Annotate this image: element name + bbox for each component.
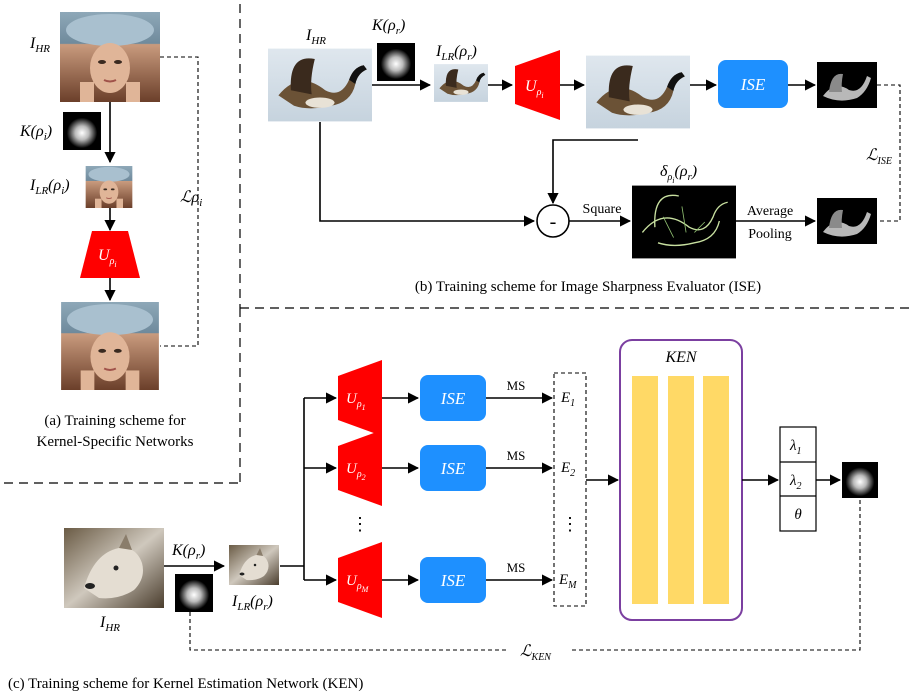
- c-param-theta: θ: [794, 507, 802, 523]
- panel-b: IHR K(ρr) ILR(ρr) Uρi ISE ℒISE - Square …: [268, 17, 901, 295]
- b-minus-label: -: [550, 211, 557, 233]
- c-ken-label: KEN: [664, 349, 697, 366]
- a-loss-dashed-line: [160, 56, 199, 347]
- b-delta-label: δρi(ρr): [660, 163, 697, 185]
- b-kernel-label: K(ρr): [371, 17, 405, 37]
- b-arrow-sr-to-minus: [547, 139, 638, 205]
- b-kernel-image: [377, 43, 415, 81]
- b-lr-label: ILR(ρr): [435, 43, 477, 63]
- c-ise-m: [420, 557, 486, 603]
- b-lr-goose-image: [434, 64, 488, 102]
- b-caption: (b) Training scheme for Image Sharpness …: [415, 279, 761, 295]
- b-loss-label: ℒISE: [866, 147, 892, 167]
- c-ken-layer-2: [668, 376, 694, 604]
- c-ise-1-label: ISE: [440, 389, 466, 408]
- c-error-1: E1: [560, 390, 575, 409]
- c-ms-label-2: MS: [507, 448, 526, 463]
- b-ise-box: [718, 60, 788, 108]
- b-residual-image: [632, 186, 736, 259]
- c-lr-wolf-image: [229, 545, 279, 585]
- c-hr-wolf-image: [64, 528, 164, 608]
- b-pooled-map: [817, 198, 877, 244]
- a-network-trapezoid: [80, 231, 140, 278]
- b-loss-dashed-line: [877, 84, 901, 222]
- separators: [4, 4, 912, 484]
- b-avg-label-2: Pooling: [748, 227, 792, 242]
- b-square-label: Square: [583, 202, 622, 217]
- c-lr-label: ILR(ρr): [231, 593, 273, 613]
- a-kernel-label: K(ρi): [19, 123, 52, 143]
- c-error-vector: [553, 372, 587, 607]
- c-ise-1: [420, 375, 486, 421]
- b-sr-goose-image: [586, 56, 690, 129]
- b-network-label: Uρi: [525, 78, 544, 100]
- c-error-m: EM: [558, 572, 577, 591]
- a-loss-label: ℒρi: [180, 189, 202, 209]
- b-avg-label-1: Average: [747, 204, 793, 219]
- b-network-trapezoid: [515, 50, 560, 120]
- c-network-m: [338, 542, 382, 618]
- c-vdots-error: ⋮: [561, 514, 579, 534]
- c-kernel-image: [175, 574, 213, 612]
- c-ise-m-label: ISE: [440, 571, 466, 590]
- c-ise-2: [420, 445, 486, 491]
- c-param-lambda2: λ2: [789, 473, 802, 492]
- a-lr-face-image: [86, 166, 133, 208]
- c-ken-layer-3: [703, 376, 729, 604]
- c-caption: (c) Training scheme for Kernel Estimatio…: [8, 676, 363, 692]
- b-arrow-hr-to-minus: [319, 122, 536, 227]
- b-hr-label: IHR: [305, 27, 326, 47]
- c-ken-layer-1: [632, 376, 658, 604]
- panel-a: IHR K(ρi) ILR(ρi) Uρi ℒρi (a) Training s…: [19, 12, 202, 450]
- b-ise-output-map: [817, 62, 877, 108]
- c-ms-label-1: MS: [507, 378, 526, 393]
- a-caption-line1: (a) Training scheme for: [44, 413, 185, 429]
- a-lr-label: ILR(ρi): [29, 177, 70, 197]
- c-hr-label: IHR: [99, 614, 120, 634]
- a-sr-face-image: [61, 302, 159, 390]
- c-network-1-label: Uρ1: [346, 391, 366, 412]
- a-hr-face-image: [60, 12, 160, 102]
- a-hr-label: IHR: [29, 35, 50, 55]
- a-kernel-image: [63, 112, 101, 150]
- c-vdots-net: ⋮: [351, 514, 369, 534]
- c-error-2: E2: [560, 460, 575, 479]
- c-ms-label-m: MS: [507, 560, 526, 575]
- a-caption-line2: Kernel-Specific Networks: [36, 434, 193, 450]
- c-network-2-label: Uρ2: [346, 461, 366, 482]
- c-loss-label: ℒKEN: [520, 643, 552, 663]
- c-network-1: [338, 360, 382, 436]
- c-param-lambda1: λ1: [789, 438, 802, 457]
- c-network-2: [338, 430, 382, 506]
- c-network-m-label: UρM: [346, 573, 370, 594]
- c-estimated-kernel: [842, 462, 878, 498]
- b-hr-goose-image: [268, 49, 372, 122]
- c-params-box: [779, 426, 817, 532]
- b-ise-label: ISE: [740, 75, 766, 94]
- a-network-label: Uρi: [98, 247, 117, 269]
- c-ise-2-label: ISE: [440, 459, 466, 478]
- panel-c: IHR K(ρr) ILR(ρr) Uρ1 ISE MS Uρ2 ISE MS …: [8, 339, 878, 692]
- c-kernel-label: K(ρr): [171, 542, 205, 562]
